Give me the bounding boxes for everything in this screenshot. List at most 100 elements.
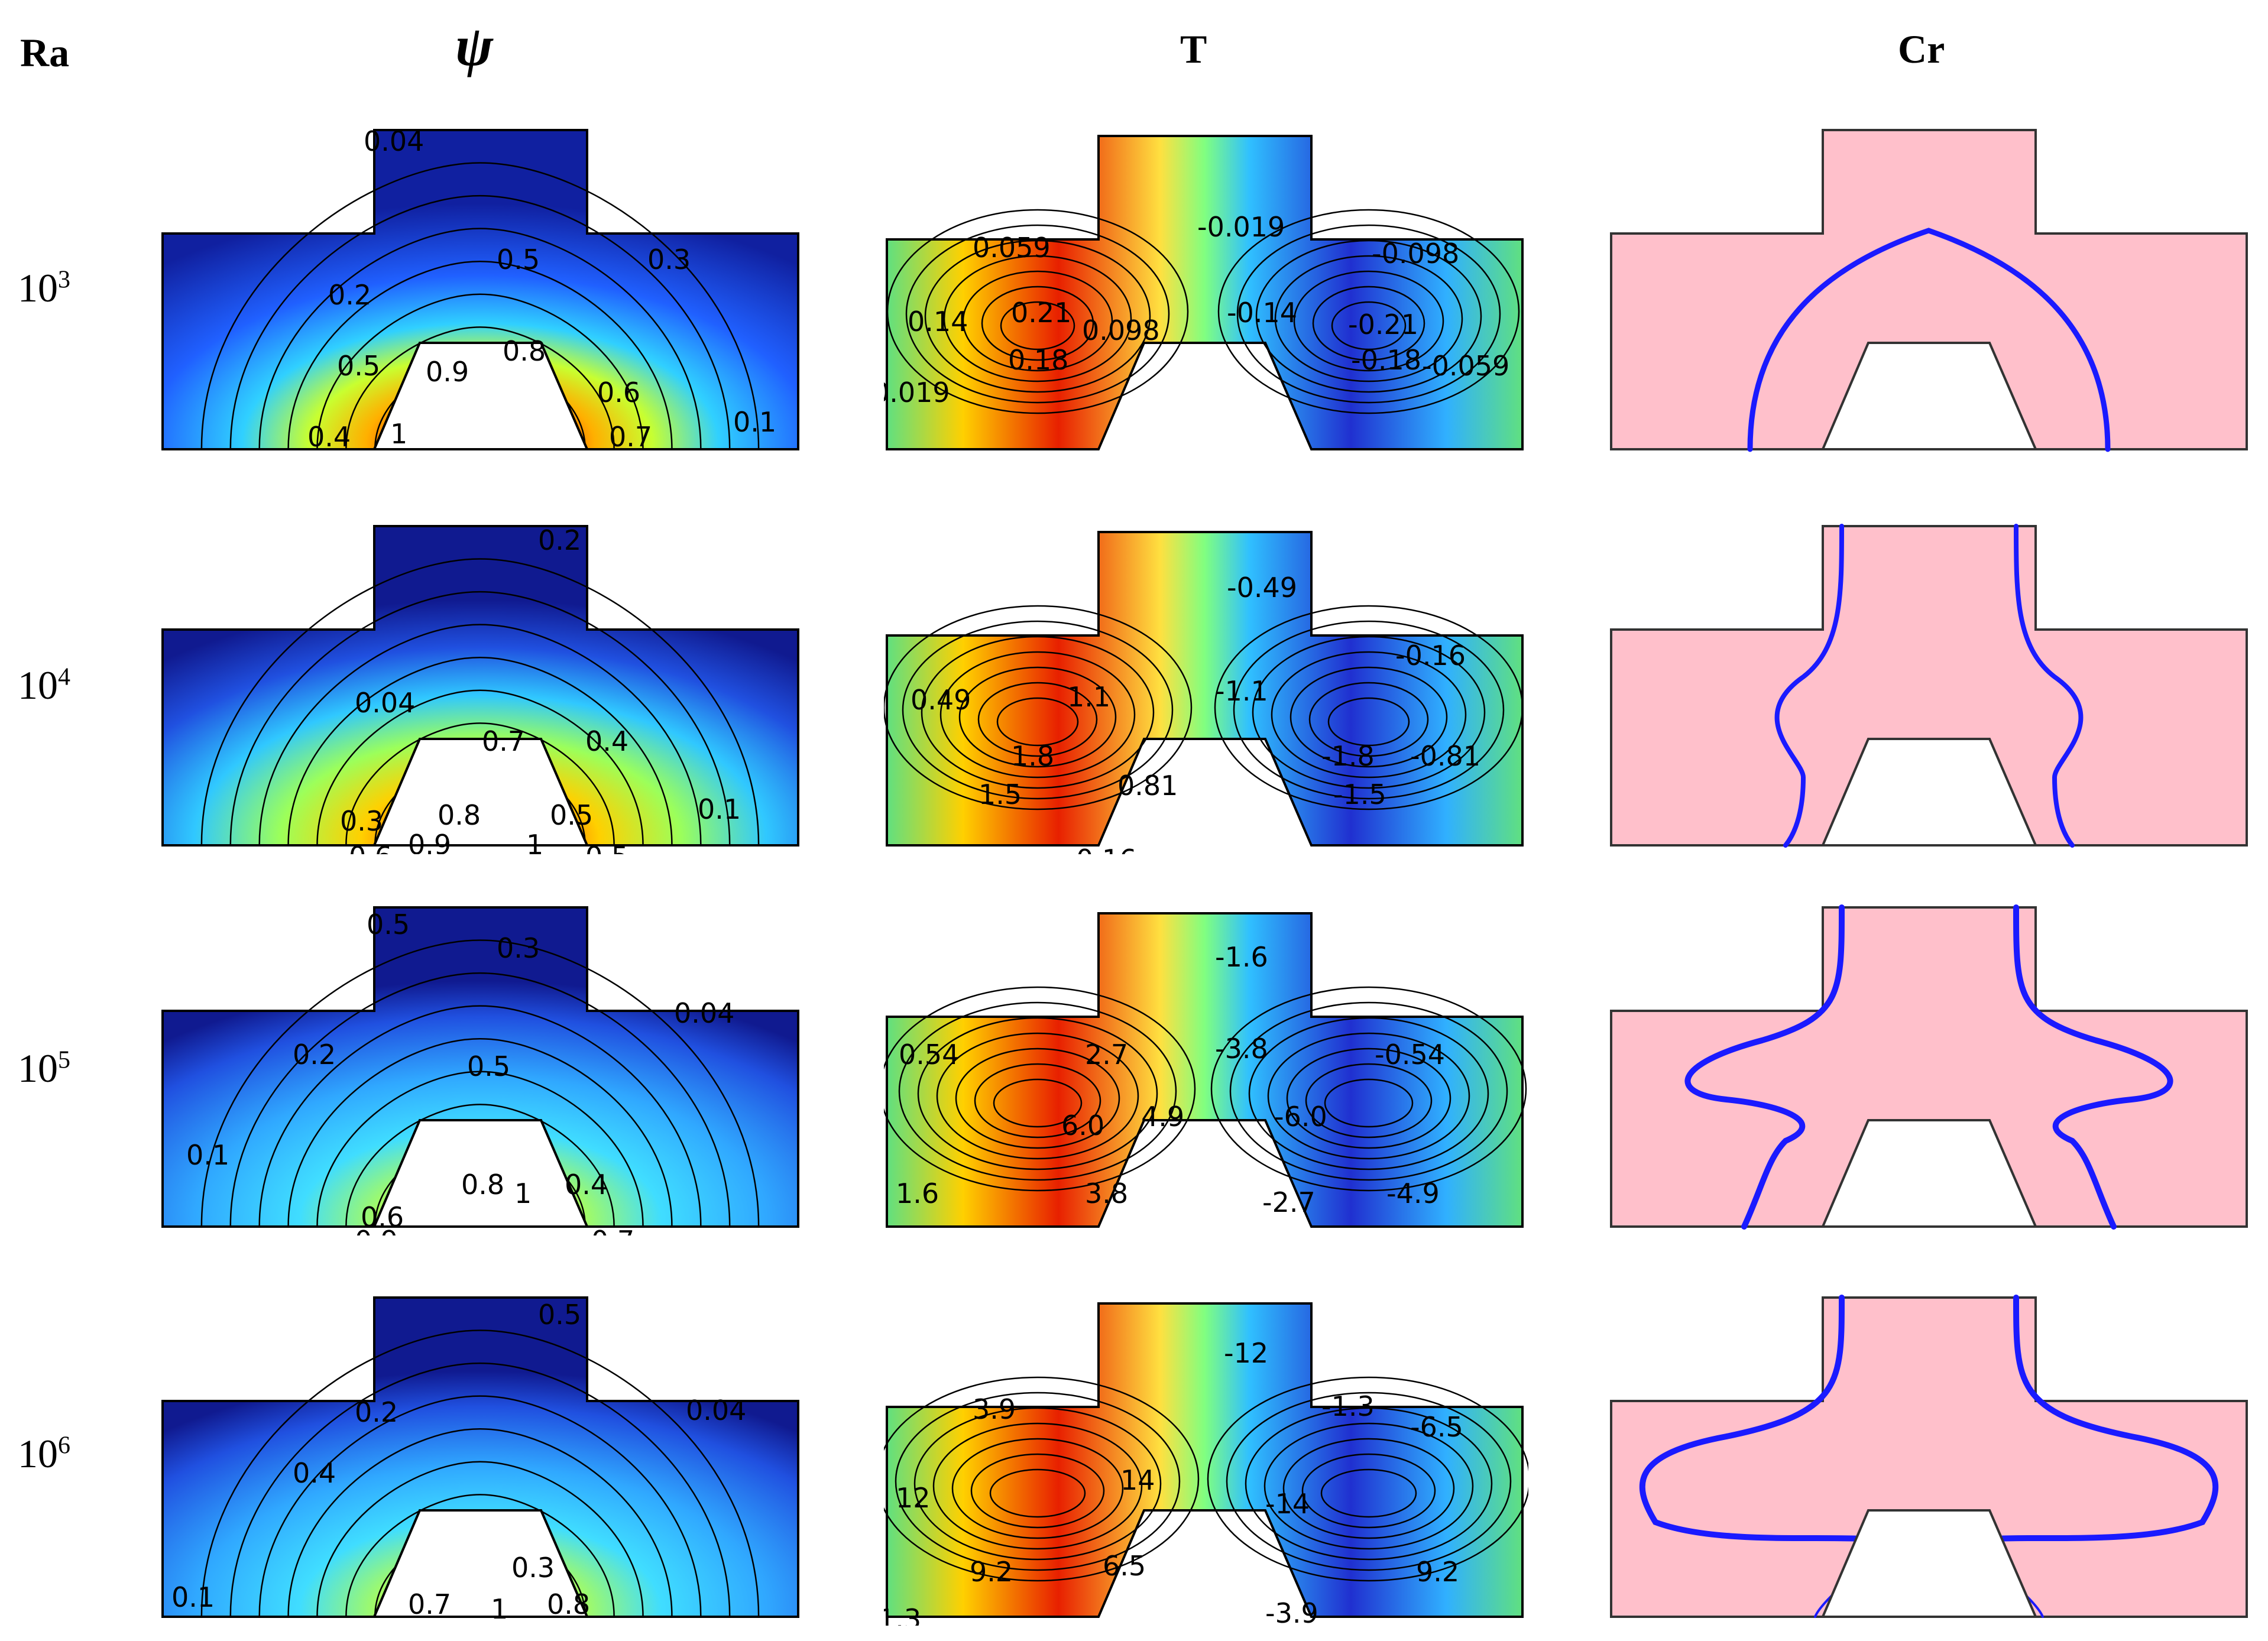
psi-contour-label: 0.7 <box>591 1225 634 1235</box>
ra-base: 10 <box>18 1431 58 1476</box>
t-contour-label: 2.7 <box>1085 1039 1128 1071</box>
psi-contour-label: 0.5 <box>467 1050 510 1082</box>
psi-contour-label: 0.5 <box>538 1299 581 1331</box>
t-contour-label: 3.9 <box>973 1393 1016 1425</box>
ra-exponent: 6 <box>58 1432 70 1460</box>
t-contour-label: 9.2 <box>1416 1556 1459 1588</box>
psi-panel-row-4: 0.50.20.040.40.30.10.710.80.60.5 <box>161 1296 799 1626</box>
t-contour-label: 0.49 <box>911 684 971 716</box>
t-contour-label: -0.098 <box>1372 238 1459 270</box>
psi-contour-label: 0.7 <box>609 421 652 453</box>
t-contour-label: 0.059 <box>973 232 1051 264</box>
psi-contour-label: 0.8 <box>461 1169 504 1201</box>
t-contour-label: -0.16 <box>1395 640 1466 672</box>
cr-panel-row-2 <box>1610 524 2248 848</box>
psi-contour-label: 0.5 <box>585 841 628 854</box>
psi-contour-label: 1 <box>526 829 543 854</box>
interface-line <box>1747 228 2111 452</box>
header-cr: Cr <box>1898 27 1945 72</box>
t-contour-label: 1.1 <box>1067 681 1110 713</box>
interface-line <box>2014 524 2084 848</box>
t-contour-label: -1.3 <box>1321 1390 1375 1422</box>
psi-contour-label: 0.5 <box>550 799 593 831</box>
psi-contour-label: 0.9 <box>426 356 469 388</box>
interface-line <box>1774 524 1844 848</box>
t-contour-label: 6.5 <box>1103 1550 1146 1582</box>
t-contour-label: -1.1 <box>1215 675 1268 707</box>
psi-contour-label: 0.8 <box>503 335 546 367</box>
header-ra: Ra <box>20 30 70 75</box>
psi-contour-label: 0.4 <box>307 421 351 453</box>
psi-contour-label: 0.6 <box>597 377 640 408</box>
t-contour-label: -0.14 <box>1227 297 1297 329</box>
t-contour-label: 0.16 <box>1076 844 1136 854</box>
t-contour-label: -0.49 <box>1227 572 1297 604</box>
psi-contour-label: 0.4 <box>585 725 628 757</box>
t-contour-label: -3.8 <box>1215 1033 1268 1065</box>
cr-panel-row-4 <box>1610 1295 2248 1618</box>
t-contour-label: 9.2 <box>970 1556 1013 1588</box>
psi-contour-label: 0.2 <box>538 524 581 556</box>
t-contour-label: 0.14 <box>908 306 968 338</box>
psi-contour-label: 0.2 <box>355 1396 398 1428</box>
t-contour-label: -0.54 <box>1375 1039 1445 1071</box>
t-contour-label: 1.8 <box>1011 740 1054 772</box>
t-contour-label: 0.098 <box>1082 314 1160 346</box>
t-contour-label: -3.9 <box>1265 1597 1318 1626</box>
psi-contour-label: 0.5 <box>497 244 540 275</box>
psi-contour-label: 0.7 <box>482 725 525 757</box>
ra-base: 10 <box>18 663 58 708</box>
psi-contour-label: 0.7 <box>408 1588 451 1620</box>
psi-contour-label: 0.3 <box>497 932 540 964</box>
ra-label-row-4: 106 <box>18 1431 70 1477</box>
psi-contour-label: 0.04 <box>364 127 424 157</box>
interface-line <box>1957 1295 2219 1546</box>
t-contour-label: 0.81 <box>1117 770 1178 802</box>
psi-contour-label: 0.04 <box>686 1394 746 1426</box>
cr-panel-row-3 <box>1610 904 2248 1230</box>
psi-contour-label: 0.8 <box>547 1588 590 1620</box>
t-contour-label: -0.21 <box>1348 309 1418 340</box>
psi-contour-label: 1 <box>390 418 407 450</box>
interface-line <box>2013 904 2173 1230</box>
t-contour-label: 0.019 <box>884 377 950 408</box>
t-contour-label: -0.81 <box>1410 740 1480 772</box>
psi-contour-label: 0.2 <box>293 1039 336 1071</box>
t-contour-label: -0.059 <box>1422 350 1509 382</box>
t-contour-label: 0.54 <box>899 1039 959 1071</box>
psi-contour-label: 0.3 <box>340 805 383 837</box>
t-contour-label: 0.18 <box>1008 344 1068 376</box>
psi-contour-label: 0.4 <box>293 1457 336 1489</box>
t-contour-label: -12 <box>1224 1337 1268 1369</box>
ra-label-row-1: 103 <box>18 265 70 312</box>
psi-contour-label: 0.9 <box>408 829 451 854</box>
psi-contour-label: 0.04 <box>355 687 415 719</box>
psi-contour-label: 0.04 <box>674 997 734 1029</box>
t-contour-label: -2.7 <box>1262 1186 1316 1218</box>
psi-contour-label: 0.6 <box>349 841 392 854</box>
ra-exponent: 3 <box>58 266 70 294</box>
ra-base: 10 <box>18 1046 58 1091</box>
header-psi: ψ <box>455 14 494 77</box>
header-t: T <box>1180 27 1207 72</box>
interface-line <box>1684 904 1845 1230</box>
psi-contour-label: 0.6 <box>355 1621 398 1626</box>
psi-contour-label: 1 <box>491 1593 508 1625</box>
ra-exponent: 4 <box>58 663 70 691</box>
t-contour-label: -1.8 <box>1321 740 1375 772</box>
t-contour-label: 4.9 <box>1141 1101 1184 1133</box>
t-contour-label: 3.8 <box>1085 1178 1128 1209</box>
psi-contour-label: 0.5 <box>574 1621 617 1626</box>
t-contour-label: -0.18 <box>1351 344 1421 376</box>
t-contour-label: -6.5 <box>1410 1411 1463 1443</box>
t-contour-label: -6.0 <box>1274 1101 1327 1133</box>
t-contour-label: 6.0 <box>1061 1110 1104 1141</box>
psi-contour-label: 0.2 <box>328 279 371 311</box>
psi-contour-label: 0.1 <box>186 1139 229 1171</box>
ra-label-row-3: 105 <box>18 1045 70 1092</box>
ra-label-row-2: 104 <box>18 662 70 709</box>
